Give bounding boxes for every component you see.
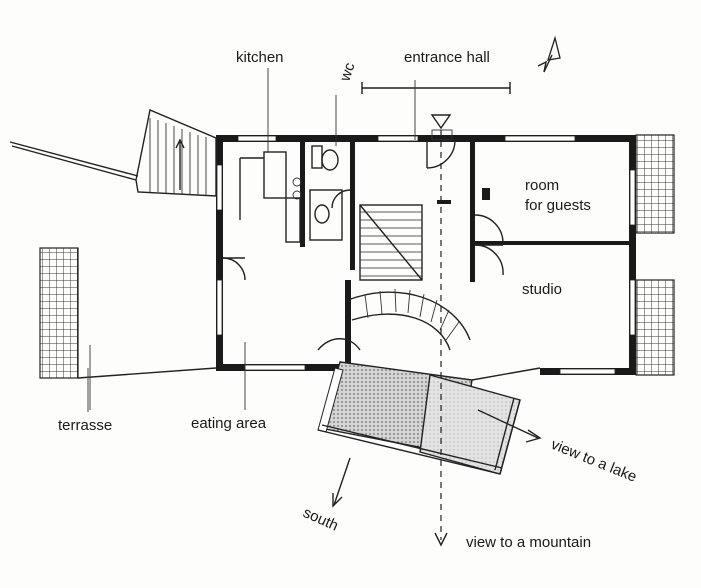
kitchen-counter [239, 151, 302, 243]
label-kitchen: kitchen [236, 49, 284, 66]
mountain-arrow [434, 532, 448, 547]
view-axis-lake [477, 409, 539, 439]
label-eating-area: eating area [191, 415, 267, 432]
south-arrow-head [332, 493, 343, 508]
label-entrance-hall: entrance hall [404, 49, 490, 66]
north-arrow-icon [537, 35, 561, 73]
label-studio: studio [522, 281, 562, 298]
wc-fixtures [309, 95, 343, 241]
entrance-hall-dimension [361, 80, 511, 140]
winter-garden [317, 361, 541, 475]
south-arrow-line [333, 457, 351, 506]
label-wc: wc [336, 60, 358, 84]
lake-arrow [525, 429, 542, 443]
label-view-to-a-mountain: view to a mountain [466, 534, 591, 551]
windows [216, 135, 636, 375]
east-pergola-bottom [635, 279, 675, 376]
label-room: room [525, 177, 559, 194]
entrance-marker [430, 114, 452, 130]
terrace-pergola [39, 247, 217, 410]
label-view-to-a-lake: view to a lake [549, 436, 640, 486]
doors [222, 139, 504, 281]
label-south: south [300, 504, 340, 534]
east-pergola-top [635, 134, 675, 234]
label-for-guests: for guests [525, 197, 591, 214]
curved-stair [317, 288, 471, 351]
label-terrasse: terrasse [58, 417, 112, 434]
entrance-stairs [9, 109, 217, 197]
hall-stairs [359, 204, 423, 281]
exterior-walls [216, 135, 636, 375]
